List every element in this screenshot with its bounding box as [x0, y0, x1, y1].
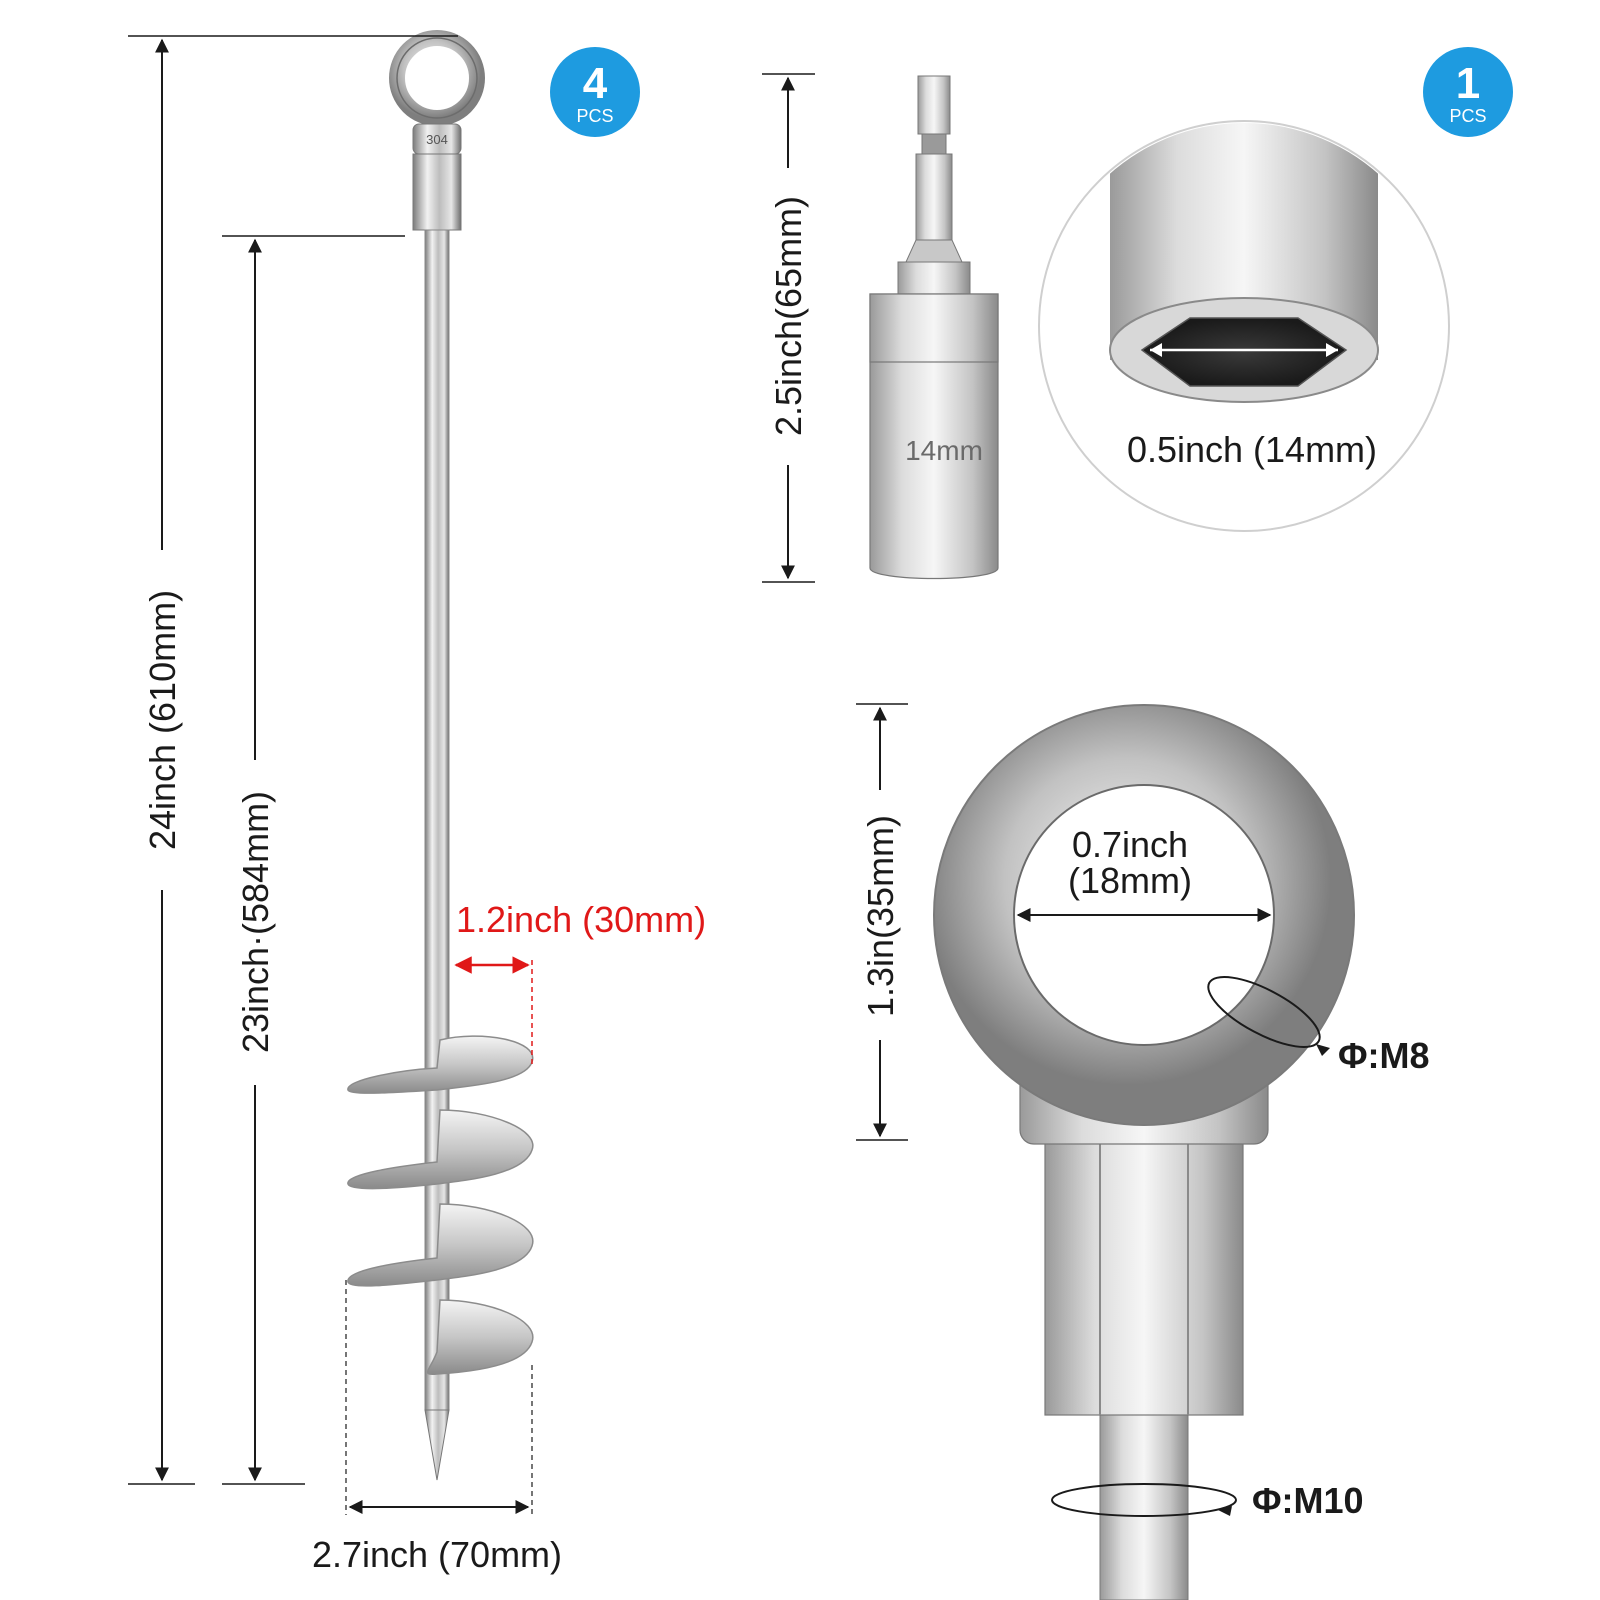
ring-thread-label: Φ:M8 — [1338, 1035, 1430, 1076]
quantity-badge-socket: 1 PCS — [1423, 47, 1513, 137]
socket-engraving: 14mm — [905, 435, 983, 466]
eye-inner-diameter-in: 0.7inch — [1072, 824, 1188, 865]
socket-detail-inset: 0.5inch (14mm) — [1038, 120, 1450, 532]
anchor-hex-nut — [412, 153, 462, 231]
anchor-helix — [347, 1035, 534, 1376]
eye-bolt-closeup: 304 0.7inch (18mm) 1.3in(35mm) Φ:M8 Φ:M1… — [856, 703, 1430, 1600]
ground-anchor: 304 24inch (610mm) 23inch·(584mm) 1.2inc… — [128, 30, 706, 1575]
helix-diameter-label: 2.7inch (70mm) — [312, 1534, 562, 1575]
socket-hex-opening — [1140, 317, 1348, 387]
eye-hex-body — [1044, 1139, 1244, 1416]
svg-text:PCS: PCS — [576, 106, 613, 126]
quantity-badge-anchor: 4 PCS — [550, 47, 640, 137]
total-length-label: 24inch (610mm) — [142, 590, 183, 850]
socket-hex-shank — [917, 75, 951, 135]
svg-text:4: 4 — [583, 59, 608, 108]
socket-body — [869, 293, 999, 580]
socket-length-label: 2.5inch(65mm) — [768, 196, 809, 436]
socket-inner-size-label: 0.5inch (14mm) — [1127, 429, 1377, 470]
svg-text:1: 1 — [1456, 59, 1480, 108]
shaft-length-label: 23inch·(584mm) — [235, 791, 276, 1053]
shaft-thread-label: Φ:M10 — [1252, 1480, 1364, 1521]
eye-height-label: 1.3in(35mm) — [860, 815, 901, 1017]
anchor-engraving: 304 — [426, 132, 448, 147]
eye-ring — [934, 705, 1354, 1125]
eye-inner-diameter-mm: (18mm) — [1068, 860, 1192, 901]
svg-text:PCS: PCS — [1449, 106, 1486, 126]
blade-width-label: 1.2inch (30mm) — [456, 899, 706, 940]
socket-adapter: 14mm 2.5inch(65mm) 0.5inch (14mm) 1 — [762, 47, 1513, 583]
anchor-tip — [424, 1409, 450, 1481]
